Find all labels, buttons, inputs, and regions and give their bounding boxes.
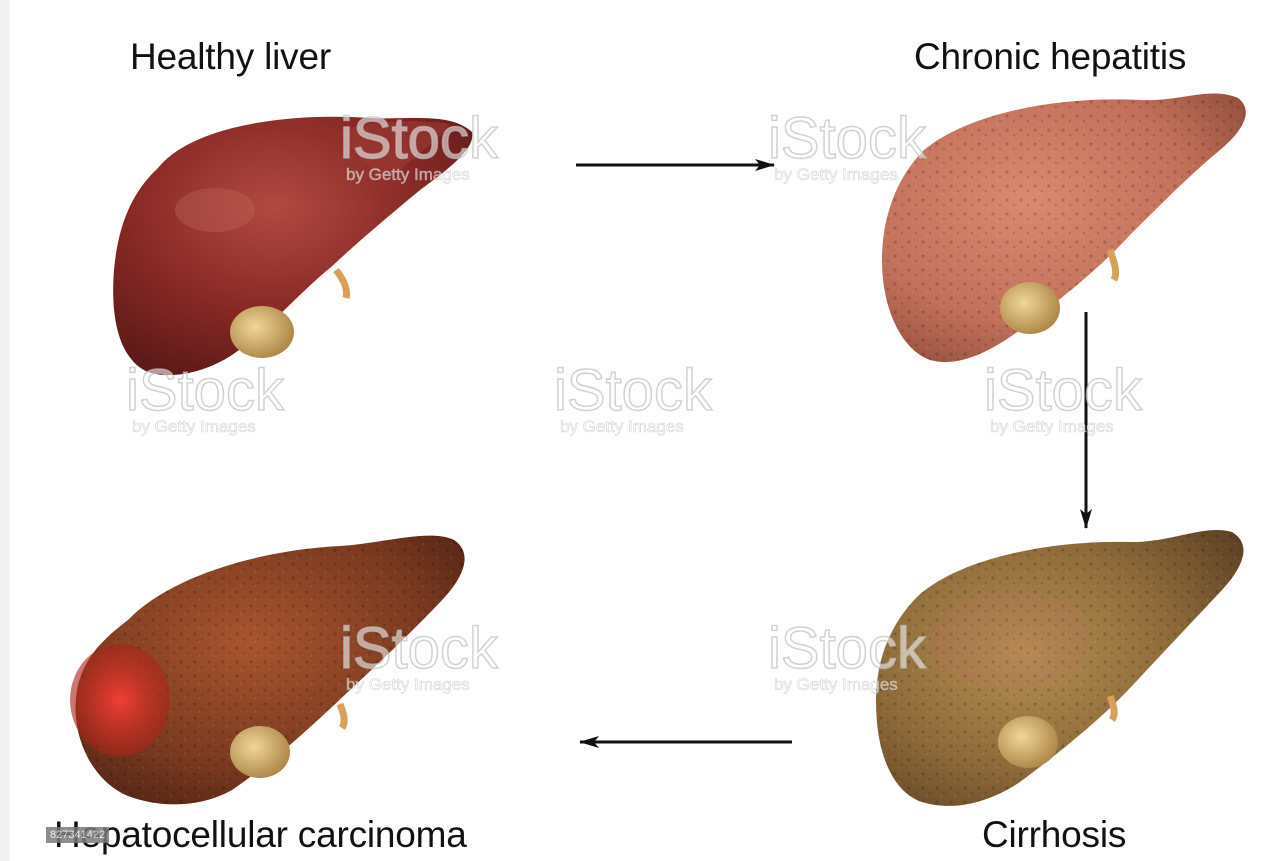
- label-healthy-liver: Healthy liver: [130, 38, 331, 75]
- label-chronic-hepatitis: Chronic hepatitis: [914, 38, 1186, 75]
- chronic-hepatitis-liver-illustration: [882, 93, 1246, 362]
- watermark-brand: iStock: [984, 358, 1143, 423]
- watermark-sub: by Getty Images: [990, 417, 1114, 436]
- watermark-brand: iStock: [768, 106, 927, 171]
- watermark-sub: by Getty Images: [774, 165, 898, 184]
- watermark-brand: iStock: [126, 358, 285, 423]
- watermark-sub: by Getty Images: [560, 417, 684, 436]
- watermark-brand: iStock: [768, 616, 927, 681]
- diagram-canvas: iStock by Getty Images iStock by Getty I…: [10, 0, 1288, 861]
- cirrhosis-liver-illustration: [876, 530, 1243, 806]
- watermark-brand: iStock: [340, 106, 499, 171]
- watermark-sub: by Getty Images: [774, 675, 898, 694]
- watermark-sub: by Getty Images: [346, 165, 470, 184]
- watermark-sub: by Getty Images: [346, 675, 470, 694]
- tumor-region: [70, 644, 170, 756]
- watermark-sub: by Getty Images: [132, 417, 256, 436]
- watermark-brand: iStock: [554, 358, 713, 423]
- label-cirrhosis: Cirrhosis: [982, 816, 1126, 853]
- image-id-badge: 827341422: [46, 827, 109, 843]
- label-hepatocellular-carcinoma: Hepatocellular carcinoma: [54, 816, 467, 853]
- watermark-brand: iStock: [340, 616, 499, 681]
- diagram-graphics: iStock by Getty Images iStock by Getty I…: [10, 0, 1288, 861]
